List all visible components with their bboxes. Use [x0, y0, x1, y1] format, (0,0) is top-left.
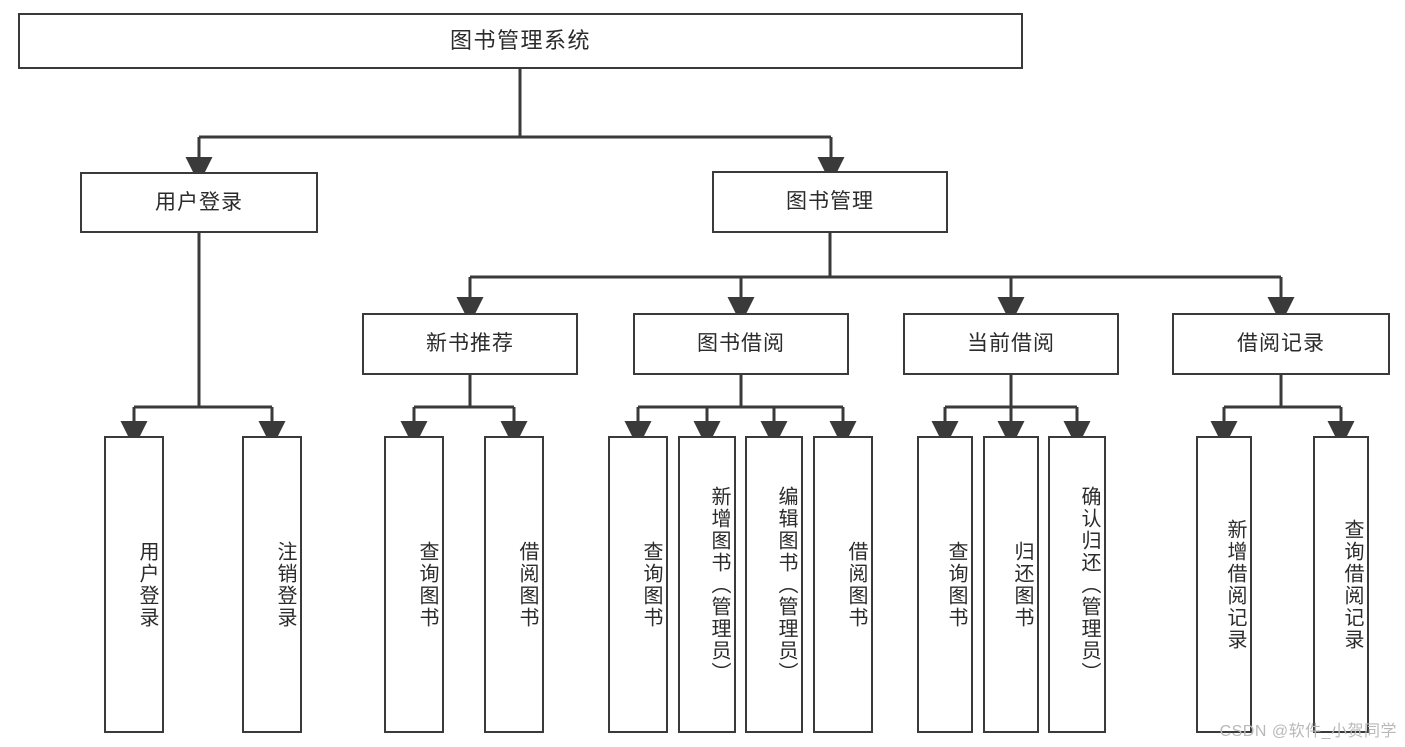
leaf-confirm-return-admin-label: 确认归还（管理员） — [1078, 485, 1100, 684]
node-new-book-recommend-label: 新书推荐 — [426, 332, 514, 356]
leaf-user-login[interactable]: 用户登录 — [104, 436, 164, 733]
leaf-query-books-borrow[interactable]: 查询图书 — [608, 436, 668, 733]
leaf-query-books-borrow-label: 查询图书 — [640, 540, 662, 629]
node-user-login-label: 用户登录 — [155, 190, 243, 214]
watermark: CSDN @软件_小贺同学 — [1219, 723, 1397, 740]
node-current-borrow-label: 当前借阅 — [967, 332, 1055, 356]
leaf-return-books[interactable]: 归还图书 — [983, 436, 1039, 733]
node-root-label: 图书管理系统 — [449, 27, 591, 53]
leaf-edit-book-admin-label: 编辑图书（管理员） — [775, 485, 797, 684]
leaf-query-books-current[interactable]: 查询图书 — [917, 436, 973, 733]
node-root[interactable]: 图书管理系统 — [18, 13, 1023, 69]
node-new-book-recommend[interactable]: 新书推荐 — [362, 313, 578, 375]
leaf-borrow-books-label: 借阅图书 — [845, 540, 867, 629]
leaf-return-books-label: 归还图书 — [1011, 540, 1033, 629]
leaf-add-book-admin[interactable]: 新增图书（管理员） — [678, 436, 736, 733]
leaf-logout[interactable]: 注销登录 — [242, 436, 302, 733]
node-borrow-records-label: 借阅记录 — [1237, 332, 1325, 356]
leaf-borrow-books[interactable]: 借阅图书 — [813, 436, 873, 733]
leaf-query-borrow-record[interactable]: 查询借阅记录 — [1313, 436, 1369, 733]
leaf-confirm-return-admin[interactable]: 确认归还（管理员） — [1048, 436, 1106, 733]
leaf-query-books-current-label: 查询图书 — [945, 540, 967, 629]
node-borrow-records[interactable]: 借阅记录 — [1172, 313, 1390, 375]
leaf-edit-book-admin[interactable]: 编辑图书（管理员） — [745, 436, 803, 733]
leaf-query-books-recommend-label: 查询图书 — [416, 540, 438, 629]
leaf-logout-label: 注销登录 — [274, 540, 296, 629]
node-book-management[interactable]: 图书管理 — [712, 171, 948, 233]
leaf-query-books-recommend[interactable]: 查询图书 — [384, 436, 444, 733]
node-current-borrow[interactable]: 当前借阅 — [903, 313, 1119, 375]
node-book-borrow-label: 图书借阅 — [697, 332, 785, 356]
leaf-borrow-books-recommend-label: 借阅图书 — [516, 540, 538, 629]
leaf-borrow-books-recommend[interactable]: 借阅图书 — [484, 436, 544, 733]
node-book-borrow[interactable]: 图书借阅 — [633, 313, 849, 375]
leaf-user-login-label: 用户登录 — [136, 540, 158, 629]
leaf-add-borrow-record[interactable]: 新增借阅记录 — [1196, 436, 1252, 733]
node-book-management-label: 图书管理 — [786, 190, 874, 214]
leaf-add-book-admin-label: 新增图书（管理员） — [708, 485, 730, 684]
leaf-add-borrow-record-label: 新增借阅记录 — [1224, 518, 1246, 651]
node-user-login[interactable]: 用户登录 — [80, 172, 318, 233]
leaf-query-borrow-record-label: 查询借阅记录 — [1341, 518, 1363, 651]
